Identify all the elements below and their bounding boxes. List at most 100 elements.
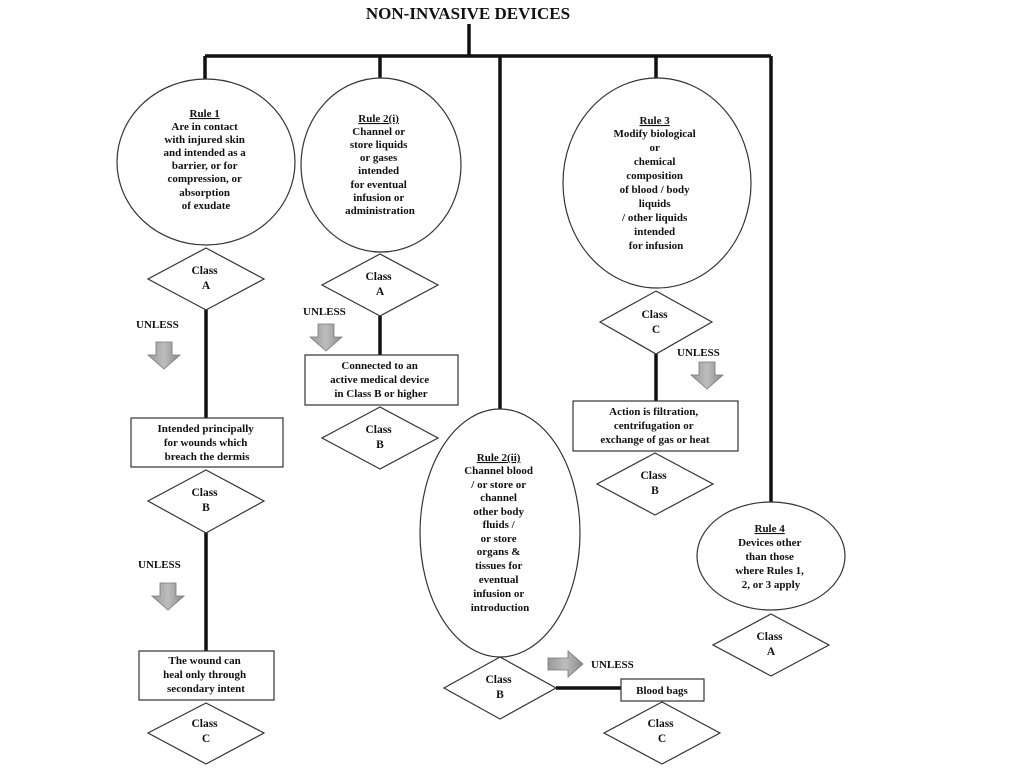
rule3-line: or	[650, 142, 661, 154]
svg-text:Rule 2(i) Channel or s: Rule 2(i) Channel or store liquids or ga…	[345, 113, 415, 217]
rule2ii-line: tissues for	[475, 560, 522, 572]
class-label: Class	[191, 265, 218, 277]
class-value: C	[202, 733, 210, 745]
rule1-line: of exudate	[182, 200, 231, 212]
rule1-line: with injured skin	[164, 134, 245, 146]
unless-label: UNLESS	[136, 319, 179, 331]
rule1-line: Are in contact	[171, 121, 238, 133]
rule4-circle	[696, 501, 846, 611]
rule2i-line: or gases	[360, 152, 398, 164]
rule4-heading: Rule 4	[755, 523, 786, 535]
rule2i-circle	[300, 77, 462, 253]
rule1-class-c-diamond	[146, 702, 266, 765]
rule2ii-class-c-diamond	[602, 701, 722, 765]
rule2ii-line: fluids /	[483, 519, 516, 531]
box-line: in Class B or higher	[334, 388, 427, 400]
box-line: secondary intent	[167, 683, 245, 695]
down-arrow-icon	[308, 323, 344, 352]
rule2ii-line: introduction	[471, 602, 529, 614]
box-line: exchange of gas or heat	[600, 434, 710, 446]
rule4-line: than those	[745, 551, 794, 563]
svg-text:Class B: Class B	[640, 470, 669, 497]
svg-text:Class C: Class C	[191, 718, 220, 745]
rule1-box-dermis	[130, 417, 284, 468]
class-label: Class	[485, 674, 512, 686]
class-value: C	[658, 733, 666, 745]
box-line: Intended principally	[157, 423, 254, 435]
rule2ii-class-b-diamond	[442, 656, 558, 720]
class-label: Class	[647, 718, 674, 730]
svg-text:The wound can heal only th: The wound can heal only through secondar…	[163, 655, 249, 695]
down-arrow-icon	[146, 341, 182, 370]
rule2ii-line: Channel blood	[464, 465, 533, 477]
class-label: Class	[365, 424, 392, 436]
down-arrow-icon	[150, 582, 186, 611]
rule1-heading: Rule 1	[190, 108, 220, 120]
rule3-heading: Rule 3	[640, 115, 671, 127]
svg-text:Class C: Class C	[641, 309, 670, 336]
rule2ii-line: or store	[481, 533, 517, 545]
rule3-line: liquids	[639, 198, 672, 210]
unless-label: UNLESS	[138, 559, 181, 571]
rule3-circle	[562, 77, 752, 289]
svg-text:Intended principally for w: Intended principally for wounds which br…	[157, 423, 256, 463]
box-line: for wounds which	[164, 437, 248, 449]
rule1-line: absorption	[179, 187, 230, 199]
rule3-line: Modify biological	[614, 128, 696, 140]
rule2i-line: store liquids	[350, 139, 408, 151]
rule3-line: for infusion	[629, 240, 684, 252]
rule2i-line: for eventual	[350, 179, 406, 191]
down-arrow-icon	[689, 361, 725, 390]
class-label: Class	[641, 309, 668, 321]
svg-text:Connected to an active med: Connected to an active medical device in…	[330, 360, 432, 400]
rule3-line: intended	[634, 226, 675, 238]
svg-text:Class B: Class B	[485, 674, 514, 701]
rule1-class-a-diamond	[146, 247, 266, 311]
rule2ii-line: organs &	[477, 546, 521, 558]
class-value: B	[376, 439, 384, 451]
rule2i-line: infusion or	[353, 192, 404, 204]
rule3-class-b-diamond	[595, 452, 715, 516]
rule1-circle	[116, 78, 296, 246]
svg-text:Class A: Class A	[191, 265, 220, 292]
class-label: Class	[365, 271, 392, 283]
rule4-line: 2, or 3 apply	[742, 579, 801, 591]
svg-text:Class B: Class B	[191, 487, 220, 514]
rule2i-line: administration	[345, 205, 415, 217]
box-line: active medical device	[330, 374, 429, 386]
rule3-box-filtration	[572, 400, 739, 452]
svg-text:Class C: Class C	[647, 718, 676, 745]
rule4-line: Devices other	[738, 537, 801, 549]
rule1-line: barrier, or for	[172, 160, 238, 172]
rule3-line: composition	[626, 170, 683, 182]
unless-label: UNLESS	[677, 347, 720, 359]
svg-text:Rule 4 Devices other t: Rule 4 Devices other than those where Ru…	[735, 523, 806, 591]
rule2ii-heading: Rule 2(ii)	[477, 452, 521, 464]
diagram-title: NON-INVASIVE DEVICES	[366, 4, 570, 23]
box-line: breach the dermis	[165, 451, 250, 463]
svg-text:Class B: Class B	[365, 424, 394, 451]
class-label: Class	[191, 487, 218, 499]
rule4-line: where Rules 1,	[735, 565, 804, 577]
right-arrow-icon	[547, 650, 584, 678]
box-line: Blood bags	[636, 685, 688, 697]
box-line: heal only through	[163, 669, 246, 681]
rule2i-box-connected	[304, 354, 459, 406]
rule2ii-line: eventual	[479, 574, 519, 586]
rule1-box-secondary-intent	[138, 650, 275, 701]
svg-text:Class A: Class A	[756, 631, 785, 658]
rule2i-heading: Rule 2(i)	[358, 113, 399, 125]
rule3-line: of blood / body	[620, 184, 690, 196]
rule2i-line: intended	[358, 165, 399, 177]
class-label: Class	[640, 470, 667, 482]
box-line: Action is filtration,	[609, 406, 698, 418]
class-value: C	[652, 324, 660, 336]
class-value: A	[202, 280, 211, 292]
rule2ii-line: / or store or	[470, 479, 526, 491]
svg-text:Action is filtration, cent: Action is filtration, centrifugation or …	[600, 406, 710, 446]
svg-text:Rule 3 Modify biological: Rule 3 Modify biological or chemical com…	[614, 115, 699, 252]
rule4-class-a-diamond	[711, 613, 831, 677]
rule1-class-b-diamond	[146, 469, 266, 534]
rule1-line: and intended as a	[164, 147, 247, 159]
